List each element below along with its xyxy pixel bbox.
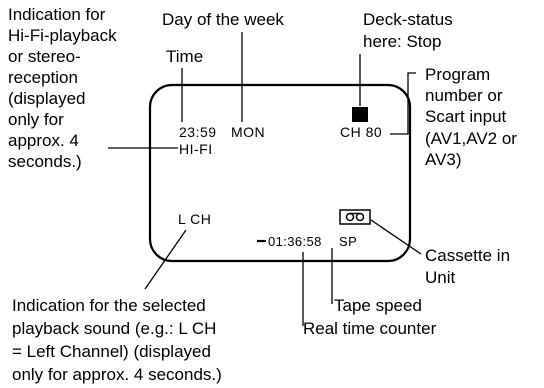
real-time-counter-label: Real time counter (303, 319, 437, 338)
cassette-icon (339, 209, 371, 225)
program-line-5: AV3) (425, 150, 462, 169)
cassette-line-1: Cassette in (425, 246, 510, 265)
deck-status-label: Deck-status here: Stop (363, 10, 453, 51)
osd-hifi: HI-FI (179, 141, 213, 157)
playback-line-1: Indication for the selected (12, 296, 206, 315)
stop-square-icon (352, 107, 368, 122)
hifi-label-line-5: (displayed (8, 89, 86, 108)
hifi-label-line-3: or stereo- (8, 47, 81, 66)
time-label: Time (166, 47, 203, 66)
leader-cassette (370, 219, 422, 255)
hifi-label-line-6: only for (8, 110, 64, 129)
playback-line-2: playback sound (e.g.: L CH (12, 319, 216, 338)
hifi-indication-label: Indication for Hi-Fi-playback or stereo-… (8, 5, 117, 171)
tv-screen-frame (148, 83, 412, 263)
osd-time: 23:59 (179, 124, 217, 140)
hifi-label-line-1: Indication for (8, 5, 106, 24)
playback-line-4: only for approx. 4 seconds.) (12, 365, 222, 384)
tape-speed-label: Tape speed (334, 296, 422, 315)
cassette-in-unit-label: Cassette in Unit (425, 246, 510, 287)
hifi-label-line-8: seconds.) (8, 152, 82, 171)
day-of-week-label: Day of the week (162, 10, 284, 29)
playback-line-3: = Left Channel) (displayed (12, 342, 211, 361)
hifi-label-line-4: reception (8, 68, 78, 87)
osd-counter: 01:36:58 (268, 234, 322, 249)
hifi-label-line-7: approx. 4 (8, 131, 79, 150)
program-number-label: Program number or Scart input (AV1,AV2 o… (425, 65, 517, 169)
osd-tape-speed: SP (339, 234, 357, 249)
program-line-1: Program (425, 65, 490, 84)
osd-channel: CH 80 (340, 124, 382, 140)
program-line-3: Scart input (425, 107, 507, 126)
osd-audio-channel: L CH (178, 211, 211, 227)
program-line-4: (AV1,AV2 or (425, 129, 517, 148)
leader-program (390, 72, 416, 135)
hifi-label-line-2: Hi-Fi-playback (8, 26, 117, 45)
osd-day: MON (231, 124, 265, 140)
deck-status-line-2: here: Stop (363, 32, 441, 51)
cassette-line-2: Unit (425, 268, 456, 287)
leader-playback-sound (144, 229, 187, 290)
playback-sound-label: Indication for the selected playback sou… (12, 296, 222, 384)
deck-status-line-1: Deck-status (363, 10, 453, 29)
program-line-2: number or (425, 86, 503, 105)
